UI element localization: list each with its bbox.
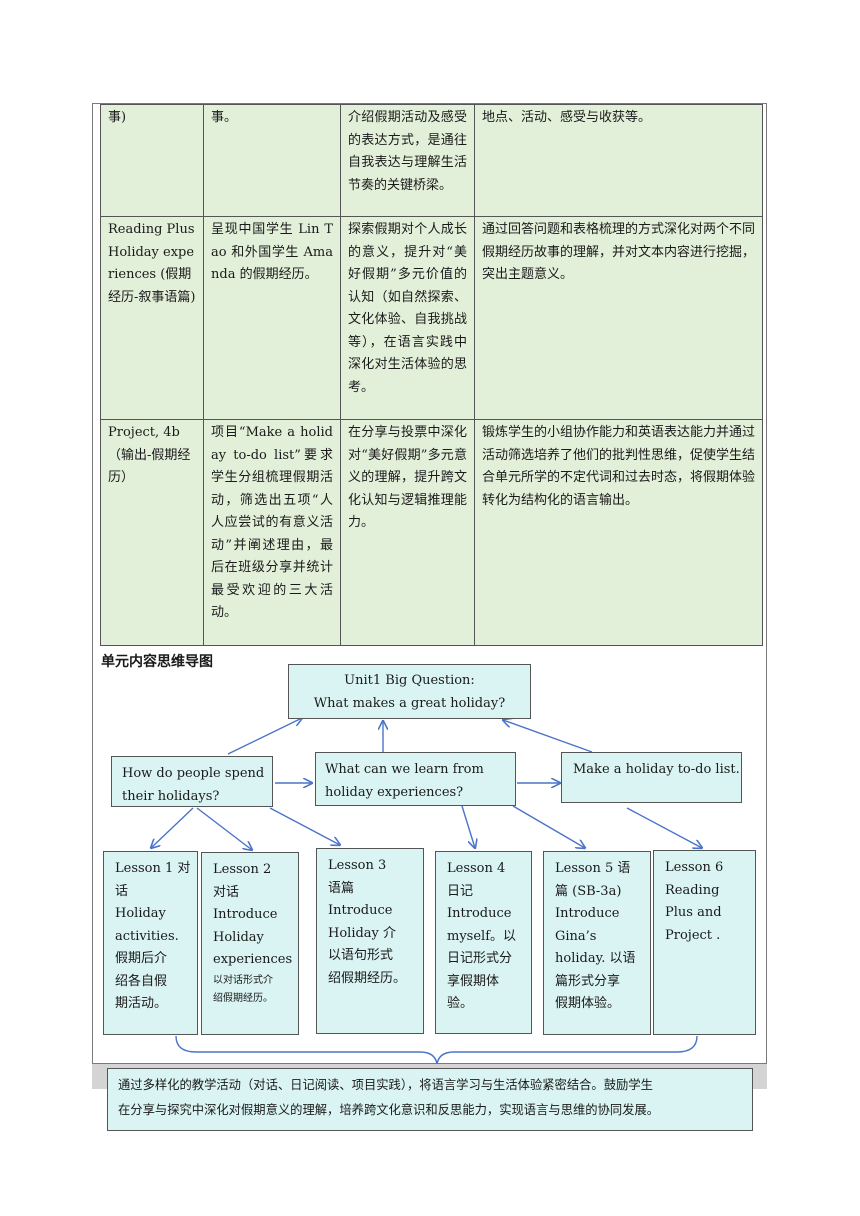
arrow-to-lesson3 bbox=[269, 807, 340, 845]
lesson-line: Introduce bbox=[213, 907, 278, 922]
big-question-line: Unit1 Big Question: bbox=[344, 673, 475, 688]
big-question-box: Unit1 Big Question: What makes a great h… bbox=[288, 664, 531, 719]
table-cell: 在分享与投票中深化对“美好假期”多元意义的理解，提升跨文化认知与逻辑推理能力。 bbox=[340, 419, 475, 646]
lesson-line: Holiday 介 bbox=[328, 925, 397, 941]
lesson-line: Project . bbox=[665, 927, 721, 943]
lesson-line: 假期后介 bbox=[115, 951, 168, 966]
table-cell: 事) bbox=[100, 104, 204, 217]
lesson-table: 事) 事。 介绍假期活动及感受的表达方式，是通往自我表达与理解生活节奏的关键桥梁… bbox=[100, 104, 763, 646]
lesson-line: 绍假期经历。 bbox=[328, 970, 407, 986]
summary-brace bbox=[175, 1035, 698, 1065]
lesson-line: Reading bbox=[665, 882, 720, 898]
table-row: Project, 4b（输出-假期经历） 项目“Make a holiday t… bbox=[100, 419, 763, 646]
arrow-to-lesson6 bbox=[626, 807, 702, 848]
table-cell: Reading Plus Holiday experiences (假期经历-叙… bbox=[100, 216, 204, 420]
lesson-box: Lesson 2 对话 Introduce Holiday experience… bbox=[201, 852, 299, 1035]
lesson-line: 以语句形式 bbox=[328, 948, 394, 963]
table-cell: 锻炼学生的小组协作能力和英语表达能力并通过活动筛选培养了他们的批判性思维，促使学… bbox=[474, 419, 763, 646]
lesson-line: Holiday bbox=[115, 906, 166, 921]
table-cell: 通过回答问题和表格梳理的方式深化对两个不同假期经历故事的理解，并对文本内容进行挖… bbox=[474, 216, 763, 420]
lesson-box: Lesson 1 对 话 Holiday activities. 假期后介 绍各… bbox=[103, 851, 198, 1035]
lesson-line: 以对话形式介 bbox=[213, 974, 273, 986]
summary-box: 通过多样化的教学活动（对话、日记阅读、项目实践），将语言学习与生活体验紧密结合。… bbox=[107, 1068, 753, 1131]
table-cell: 呈现中国学生 Lin Tao 和外国学生 Amanda 的假期经历。 bbox=[203, 216, 341, 420]
arrow-to-lesson4 bbox=[461, 805, 475, 848]
table-cell: 事。 bbox=[203, 104, 341, 217]
lesson-line: holiday. 以语 bbox=[555, 951, 636, 966]
lesson-line: 绍假期经历。 bbox=[213, 992, 273, 1004]
lesson-line: activities. bbox=[115, 928, 179, 944]
lesson-line: 期活动。 bbox=[115, 996, 168, 1011]
question-box-3: Make a holiday to-do list. bbox=[561, 752, 742, 803]
table-row: Reading Plus Holiday experiences (假期经历-叙… bbox=[100, 216, 763, 420]
question-line: How do people spend bbox=[122, 766, 265, 781]
lesson-box: Lesson 6 Reading Plus and Project . bbox=[653, 850, 756, 1035]
table-cell: 探索假期对个人成长的意义，提升对“美好假期”多元价值的认知（如自然探索、文化体验… bbox=[340, 216, 475, 420]
arrow-to-lesson1 bbox=[151, 807, 194, 848]
lesson-line: Plus and bbox=[665, 905, 722, 920]
question-line: holiday experiences? bbox=[325, 784, 464, 800]
lesson-box: Lesson 4 日记 Introduce myself。以 日记形式分 享假期… bbox=[435, 851, 532, 1034]
lesson-line: 享假期体 bbox=[447, 973, 500, 989]
question-line: their holidays? bbox=[122, 788, 220, 804]
question-line: Make a holiday to-do list. bbox=[573, 762, 740, 777]
arrow-to-lesson2 bbox=[196, 807, 252, 850]
question-line: What can we learn from bbox=[325, 762, 484, 777]
big-question-line: What makes a great holiday? bbox=[313, 695, 506, 711]
table-cell: 介绍假期活动及感受的表达方式，是通往自我表达与理解生活节奏的关键桥梁。 bbox=[340, 104, 475, 217]
lesson-line: Introduce bbox=[555, 906, 620, 921]
lesson-line: 验。 bbox=[447, 996, 474, 1011]
section-title: 单元内容思维导图 bbox=[101, 654, 213, 670]
lesson-line: Holiday bbox=[213, 929, 264, 945]
lesson-line: Lesson 6 bbox=[665, 860, 724, 875]
lesson-line: Gina’s bbox=[555, 928, 597, 944]
table-row: 事) 事。 介绍假期活动及感受的表达方式，是通往自我表达与理解生活节奏的关键桥梁… bbox=[100, 104, 763, 217]
lesson-box: Lesson 5 语 篇 (SB-3a) Introduce Gina’s ho… bbox=[543, 851, 651, 1035]
lesson-line: experiences bbox=[213, 952, 293, 967]
lesson-line: 对话 bbox=[213, 884, 240, 900]
question-box-1: How do people spend their holidays? bbox=[111, 756, 273, 807]
arrow-q1-to-bq bbox=[227, 718, 302, 755]
table-cell: 地点、活动、感受与收获等。 bbox=[474, 104, 763, 217]
lesson-line: Lesson 5 语 bbox=[555, 861, 631, 876]
arrow-to-lesson5 bbox=[512, 805, 585, 848]
lesson-line: 日记 bbox=[447, 883, 474, 899]
lesson-line: 篇 (SB-3a) bbox=[555, 883, 622, 899]
lesson-line: 话 bbox=[115, 883, 129, 899]
table-cell: 项目“Make a holiday to-do list”要求学生分组梳理假期活… bbox=[203, 419, 341, 646]
lesson-line: 篇形式分享 bbox=[555, 973, 621, 989]
lesson-line: Lesson 4 bbox=[447, 861, 506, 876]
lesson-line: myself。以 bbox=[447, 928, 517, 944]
table-cell: Project, 4b（输出-假期经历） bbox=[100, 419, 204, 646]
lesson-line: 假期体验。 bbox=[555, 996, 621, 1011]
lesson-line: Lesson 1 对 bbox=[115, 861, 191, 876]
lesson-line: 绍各自假 bbox=[115, 973, 168, 989]
question-box-2: What can we learn from holiday experienc… bbox=[315, 752, 516, 806]
lesson-line: Introduce bbox=[447, 906, 512, 921]
lesson-line: Introduce bbox=[328, 903, 393, 918]
lesson-line: Lesson 3 bbox=[328, 858, 387, 873]
summary-line: 在分享与探究中深化对假期意义的理解，培养跨文化意识和反思能力，实现语言与思维的协… bbox=[118, 1103, 660, 1117]
lesson-line: 语篇 bbox=[328, 880, 355, 896]
lesson-line: Lesson 2 bbox=[213, 862, 272, 877]
arrow-q3-to-bq bbox=[503, 720, 593, 753]
lesson-box: Lesson 3 语篇 Introduce Holiday 介 以语句形式 绍假… bbox=[316, 848, 424, 1034]
lesson-line: 日记形式分 bbox=[447, 951, 513, 966]
summary-line: 通过多样化的教学活动（对话、日记阅读、项目实践），将语言学习与生活体验紧密结合。… bbox=[118, 1078, 653, 1092]
